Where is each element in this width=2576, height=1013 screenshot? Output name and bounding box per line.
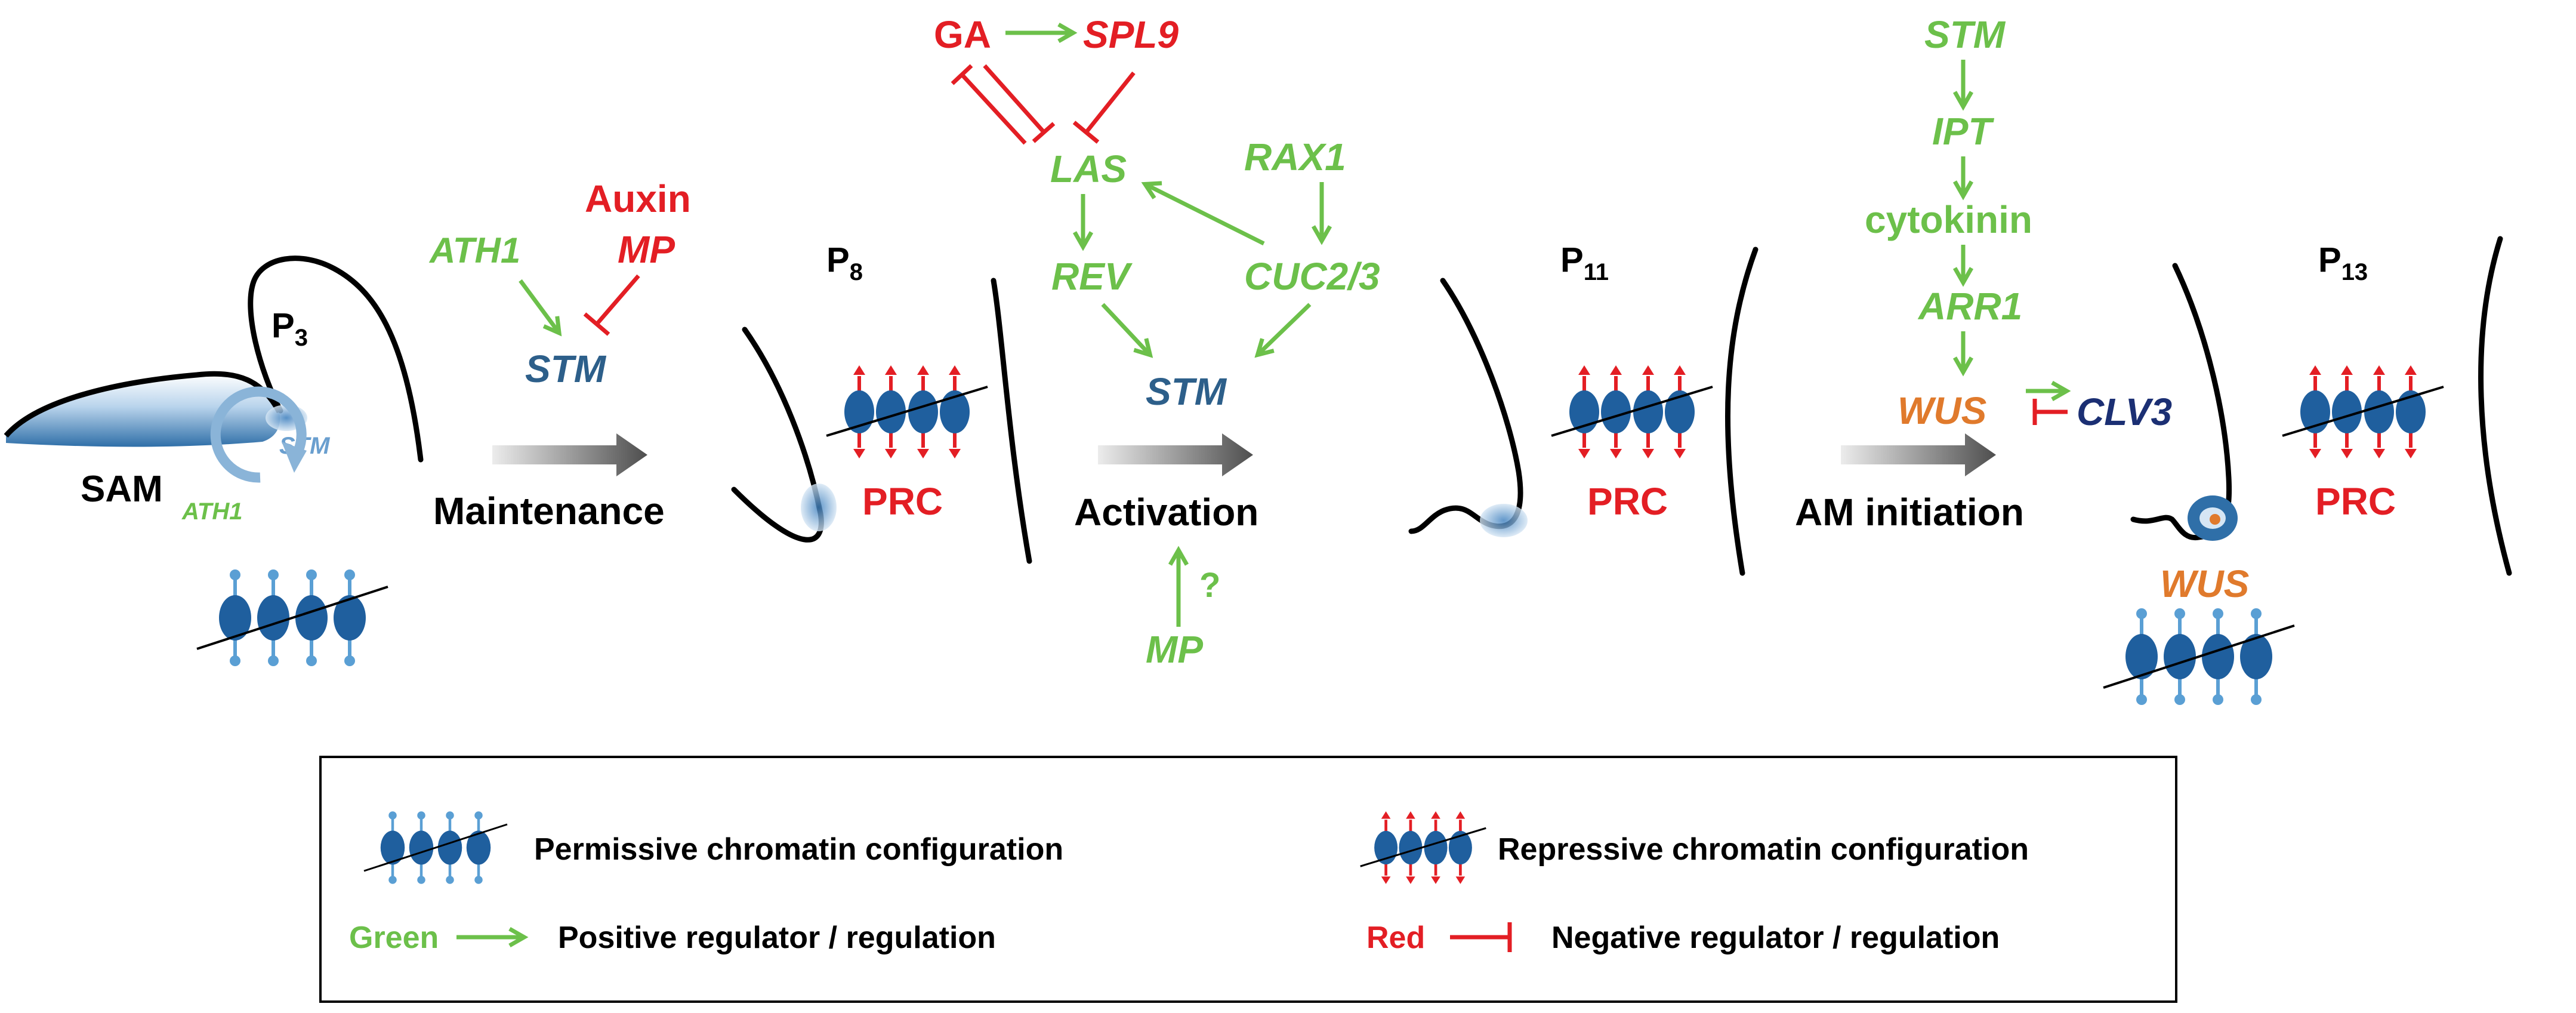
legend-negative-bar xyxy=(1450,922,1512,952)
clv3-inhibits-wus xyxy=(2032,399,2068,425)
mp-activation-label: MP xyxy=(1146,628,1203,671)
mp-label: MP xyxy=(618,228,675,271)
legend-permissive-icon xyxy=(364,811,507,884)
ga-las-mutual-inhibition xyxy=(951,64,1056,145)
arr1-label: ARR1 xyxy=(1917,285,2022,328)
auxin-label: Auxin xyxy=(585,177,691,220)
p8-leaf-edge xyxy=(991,278,1032,564)
legend-repressive-label: Repressive chromatin configuration xyxy=(1498,832,2029,867)
sam-label: SAM xyxy=(81,469,163,510)
rev-label: REV xyxy=(1051,255,1133,298)
permissive-chromatin-sam xyxy=(197,569,388,666)
legend-permissive-label: Permissive chromatin configuration xyxy=(534,832,1063,867)
legend-positive-label: Positive regulator / regulation xyxy=(558,920,996,955)
ipt-label: IPT xyxy=(1932,110,1994,153)
legend: Permissive chromatin configuration Repre… xyxy=(319,756,2177,1003)
cuc-to-las-arrow xyxy=(1141,181,1265,246)
activation-label: Activation xyxy=(1074,491,1258,534)
prc-p8-label: PRC xyxy=(862,480,943,523)
feedback-cycle-arrow xyxy=(210,386,307,483)
wus-p13-label: WUS xyxy=(2160,562,2250,605)
mp-inhibits-stm xyxy=(583,274,640,336)
p11-leaf-edge xyxy=(1724,247,1759,576)
las-label: LAS xyxy=(1050,147,1127,190)
am-initiation-arrow xyxy=(1841,433,1996,476)
p11-leaf-curve xyxy=(1408,278,1523,534)
activation-arrow xyxy=(1098,433,1253,476)
wus-domain-dot xyxy=(2210,514,2220,525)
rax1-label: RAX1 xyxy=(1244,136,1346,178)
maintenance-label: Maintenance xyxy=(433,489,665,532)
permissive-chromatin-am xyxy=(2103,608,2294,705)
stm-maintenance-label: STM xyxy=(525,347,607,390)
p11-label: P11 xyxy=(1560,241,1609,285)
ath1-label: ATH1 xyxy=(428,230,520,270)
stm-activation-label: STM xyxy=(1146,370,1227,413)
wus-label: WUS xyxy=(1898,389,1987,432)
legend-box xyxy=(319,756,2177,1003)
legend-red-word: Red xyxy=(1366,920,1425,955)
legend-green-word: Green xyxy=(349,920,439,955)
repressive-chromatin-p8 xyxy=(826,365,988,458)
rev-to-stm-arrow xyxy=(1101,303,1153,358)
cuc-to-stm-arrow xyxy=(1254,303,1312,358)
legend-repressive-icon xyxy=(1361,811,1486,884)
question-mark-label: ? xyxy=(1199,566,1220,605)
maintenance-arrow xyxy=(492,433,647,476)
prc-p11-label: PRC xyxy=(1587,480,1668,523)
prc-p13-label: PRC xyxy=(2315,480,2396,523)
stm-cascade-label: STM xyxy=(1924,13,2006,56)
clv3-label: CLV3 xyxy=(2077,390,2172,433)
ath1-to-stm-arrow xyxy=(519,279,562,337)
p8-label: P8 xyxy=(826,241,863,285)
cuc-label: CUC2/3 xyxy=(1244,255,1380,298)
p13-label: P13 xyxy=(2318,241,2368,285)
spl9-label: SPL9 xyxy=(1083,13,1179,56)
am-initiation-label: AM initiation xyxy=(1795,491,2024,534)
spl9-inhibits-las xyxy=(1072,71,1136,144)
cytokinin-label: cytokinin xyxy=(1865,198,2032,241)
repressive-chromatin-p11 xyxy=(1551,365,1713,458)
ath1-small-label: ATH1 xyxy=(181,498,242,525)
p13-leaf-edge xyxy=(2478,236,2512,576)
ga-label: GA xyxy=(934,13,991,56)
p3-label: P3 xyxy=(272,306,308,351)
repressive-chromatin-p13 xyxy=(2282,365,2444,458)
legend-negative-label: Negative regulator / regulation xyxy=(1551,920,2000,955)
